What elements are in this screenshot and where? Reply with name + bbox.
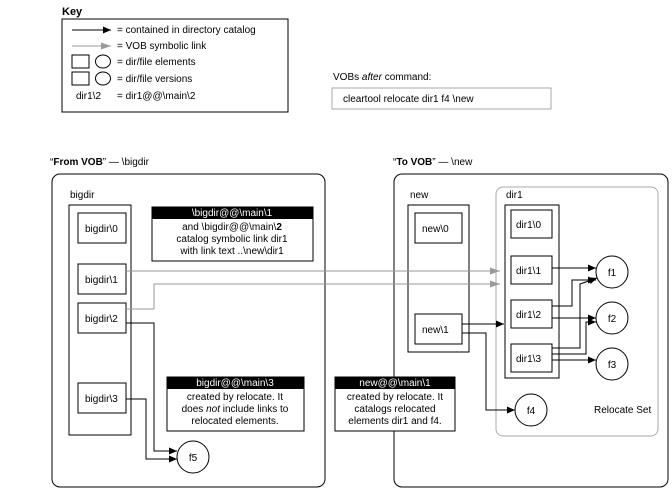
file-f1-label: f1: [608, 268, 617, 279]
relocate-set-label: Relocate Set: [594, 405, 651, 416]
bigdir-note-2-line-1: created by relocate. It: [187, 392, 283, 403]
relocate-set-region: [495, 186, 659, 437]
dir1-label: dir1: [506, 190, 523, 201]
file-f3-label: f3: [608, 360, 617, 371]
command-text: cleartool relocate dir1 f4 \new: [343, 94, 474, 105]
new-note-line-1: created by relocate. It: [347, 392, 443, 403]
element-square-sample: [71, 54, 90, 69]
bigdir-note-2-line-2: does not include links to: [182, 404, 289, 415]
bigdir-version-3-label: bigdir\3: [85, 394, 118, 405]
dir1-version-1-label: dir1\1: [516, 266, 541, 277]
bigdir-note-1-header: \bigdir@@\main\1: [192, 208, 273, 219]
file-f5: [176, 440, 210, 474]
link-dir1v2-to-f1: [552, 276, 596, 307]
from-vob-panel: “From VOB” — \bigdir bigdir bigdir\0 big…: [50, 157, 326, 488]
command-box: [331, 87, 552, 110]
new-note-header-bar: [335, 377, 455, 389]
file-f2-label: f2: [608, 314, 617, 325]
connectors: [126, 264, 598, 463]
new-version-0: [414, 212, 463, 244]
dir1-version-0: [510, 209, 553, 239]
bigdir-note-2-line-3: relocated elements.: [191, 416, 278, 427]
key-contained-label: = contained in directory catalog: [117, 25, 256, 36]
key-title: Key: [62, 6, 83, 18]
dir1-version-2: [510, 299, 553, 329]
bigdir-label: bigdir: [70, 190, 95, 201]
new-note-header: new@@\main\1: [359, 378, 431, 389]
dir1-version-3: [510, 343, 553, 373]
link-bigdir2-to-f5: [126, 322, 177, 455]
version-circle-sample: [95, 71, 111, 86]
bigdir-version-3: [77, 382, 127, 414]
file-f5-label: f5: [189, 453, 198, 464]
to-vob-title: “To VOB” — \new: [393, 157, 473, 168]
file-f1: [595, 255, 629, 289]
bigdir-version-2-label: bigdir\2: [85, 314, 118, 325]
command-section: VOBs after command: cleartool relocate d…: [331, 72, 552, 110]
from-vob-title: “From VOB” — \bigdir: [50, 157, 150, 168]
file-f4-label: f4: [527, 406, 536, 417]
symlink-bigdir2-to-dir1: [126, 280, 500, 310]
dir1-version-3-label: dir1\3: [516, 354, 541, 365]
bigdir-note-1-line-1: and \bigdir@@\main\2: [182, 222, 282, 233]
bigdir-version-0-label: bigdir\0: [85, 224, 118, 235]
link-new1-to-f4: [462, 332, 515, 414]
bigdir-version-0: [77, 212, 127, 244]
new-note-line-2: catalogs relocated: [354, 404, 435, 415]
key-versions-label: = dir/file versions: [117, 74, 192, 85]
new-version-1-label: new\1: [422, 325, 449, 336]
element-circle-sample: [95, 54, 111, 69]
new-note-line-3: elements dir1 and f4.: [348, 416, 441, 427]
command-caption: VOBs after command:: [333, 72, 431, 83]
key-elements-label: = dir/file elements: [117, 57, 196, 68]
bigdir-note-1-line-3: with link text ..\new\dir1: [179, 246, 284, 257]
key-dir-label: dir1\2: [76, 91, 101, 102]
key-dir-value: = dir1@@\main\2: [117, 91, 196, 102]
new-version-1: [414, 313, 463, 345]
to-vob-panel: “To VOB” — \new Relocate Set new new\0 n…: [334, 157, 669, 488]
bigdir-note-2-header-bar: [167, 377, 304, 389]
bigdir-version-2: [77, 302, 127, 334]
link-bigdir3-to-f5: [126, 398, 177, 463]
bigdir-version-1-label: bigdir\1: [85, 275, 118, 286]
dir1-version-2-label: dir1\2: [516, 310, 541, 321]
dir1-version-0-label: dir1\0: [516, 220, 541, 231]
key-symlink-label: = VOB symbolic link: [117, 41, 207, 52]
file-f3: [595, 347, 629, 381]
new-version-0-label: new\0: [422, 224, 449, 235]
bigdir-note-1-line-2: catalog symbolic link dir1: [176, 234, 288, 245]
key-legend: Key = contained in directory catalog = V…: [61, 6, 289, 113]
bigdir-note-2-header: bigdir@@\main\3: [196, 378, 274, 389]
bigdir-note-1-header-bar: [152, 207, 313, 219]
bigdir-version-1: [77, 263, 127, 295]
new-dir-label: new: [410, 190, 429, 201]
link-dir1v3-to-f2: [552, 318, 596, 355]
link-dir1v3-to-f1: [552, 277, 598, 349]
dir1-version-1: [510, 255, 553, 285]
version-square-sample: [71, 71, 90, 86]
